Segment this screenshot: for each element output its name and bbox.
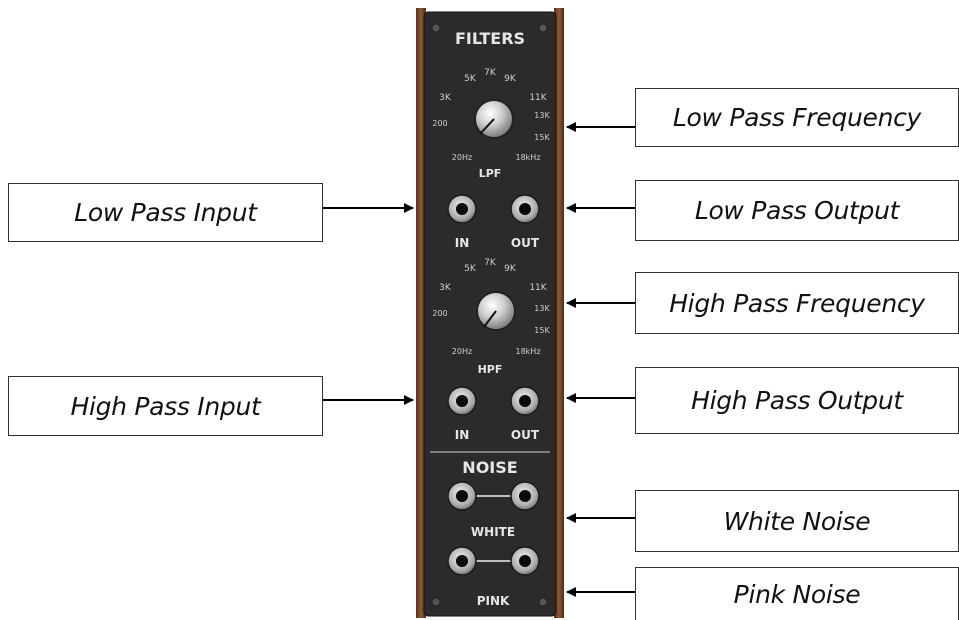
svg-text:7K: 7K (484, 258, 497, 268)
jack-hole (519, 395, 531, 407)
svg-text:11K: 11K (529, 93, 547, 103)
hpf-in-label: IN (455, 428, 470, 442)
jack-hole (519, 490, 531, 502)
hpf-out-label: OUT (511, 428, 540, 442)
callout-white-noise: White Noise (635, 490, 959, 552)
lpf-in-label: IN (455, 236, 470, 250)
jack-hole (456, 395, 468, 407)
screw-icon (539, 24, 547, 32)
module-title: FILTERS (455, 29, 525, 48)
jack-hole (519, 203, 531, 215)
svg-text:15K: 15K (534, 133, 550, 142)
screw-icon (539, 598, 547, 606)
svg-text:20Hz: 20Hz (452, 153, 472, 162)
jack-hole (519, 555, 531, 567)
svg-text:7K: 7K (484, 68, 497, 78)
jack-hole (456, 203, 468, 215)
callout-high-pass-frequency: High Pass Frequency (635, 272, 959, 334)
svg-text:11K: 11K (529, 283, 547, 293)
svg-text:200: 200 (432, 119, 447, 128)
hpf-section-label: HPF (478, 363, 503, 376)
svg-text:18kHz: 18kHz (515, 347, 540, 356)
callout-pink-noise: Pink Noise (635, 567, 959, 620)
svg-text:9K: 9K (504, 74, 517, 84)
svg-text:15K: 15K (534, 326, 550, 335)
callout-high-pass-input: High Pass Input (8, 376, 323, 436)
noise-section-title: NOISE (462, 458, 517, 477)
callout-low-pass-output: Low Pass Output (635, 180, 959, 241)
lpf-out-label: OUT (511, 236, 540, 250)
jack-hole (456, 555, 468, 567)
svg-text:9K: 9K (504, 264, 517, 274)
svg-text:20Hz: 20Hz (452, 347, 472, 356)
jack-hole (456, 490, 468, 502)
pink-noise-label: PINK (477, 594, 510, 608)
svg-text:5K: 5K (464, 264, 477, 274)
callout-low-pass-frequency: Low Pass Frequency (635, 88, 959, 147)
svg-text:200: 200 (432, 309, 447, 318)
callout-low-pass-input: Low Pass Input (8, 183, 323, 242)
svg-text:18kHz: 18kHz (515, 153, 540, 162)
svg-text:3K: 3K (439, 93, 452, 103)
svg-text:5K: 5K (464, 74, 477, 84)
lpf-section-label: LPF (479, 167, 502, 180)
svg-text:13K: 13K (534, 111, 550, 120)
white-noise-label: WHITE (471, 525, 515, 539)
screw-icon (432, 598, 440, 606)
svg-text:13K: 13K (534, 304, 550, 313)
screw-icon (432, 24, 440, 32)
callout-high-pass-output: High Pass Output (635, 367, 959, 434)
svg-text:3K: 3K (439, 283, 452, 293)
